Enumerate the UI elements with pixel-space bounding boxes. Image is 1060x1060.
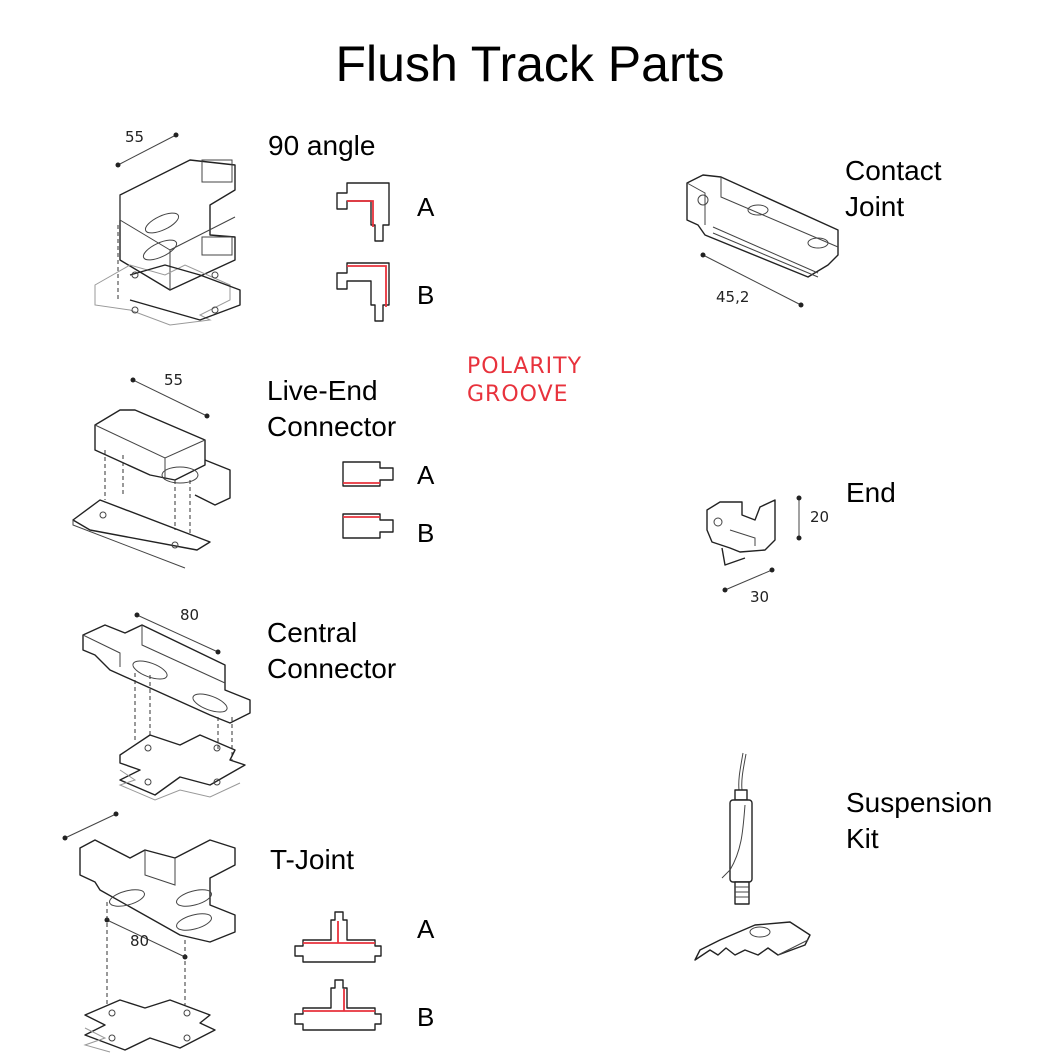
contact-joint-label-line1: Contact bbox=[845, 155, 942, 186]
suspension-kit-label: Suspension Kit bbox=[846, 785, 992, 857]
central-connector-label-line1: Central bbox=[267, 617, 358, 648]
live-end-dimension: 55 bbox=[164, 371, 184, 389]
live-end-label-line2: Connector bbox=[267, 411, 397, 442]
live-end-label-line1: Live-End bbox=[267, 375, 378, 406]
polarity-groove-annotation: POLARITY GROOVE bbox=[467, 353, 582, 409]
polarity-line2: GROOVE bbox=[467, 382, 569, 407]
live-end-variant-b-diagram bbox=[340, 512, 400, 542]
angle-90-drawing bbox=[90, 132, 250, 325]
end-dimension-width: 30 bbox=[750, 588, 770, 606]
t-joint-drawing bbox=[62, 811, 250, 1050]
angle-90-label: 90 angle bbox=[268, 130, 376, 161]
t-joint-dimension: 80 bbox=[130, 932, 150, 950]
contact-joint-label-line2: Joint bbox=[845, 191, 905, 222]
suspension-kit-drawing bbox=[690, 750, 810, 965]
central-connector-label: Central Connector bbox=[267, 615, 396, 687]
contact-joint-dimension: 45,2 bbox=[716, 288, 750, 306]
polarity-line1: POLARITY bbox=[467, 354, 583, 379]
t-joint-variant-a-diagram bbox=[293, 910, 383, 966]
t-joint-variant-b-label: B bbox=[417, 1002, 435, 1032]
t-joint-variant-a-label: A bbox=[417, 914, 435, 944]
end-drawing bbox=[700, 495, 802, 593]
live-end-variant-a-diagram bbox=[340, 460, 400, 490]
end-dimension-height: 20 bbox=[810, 508, 830, 526]
suspension-kit-label-line2: Kit bbox=[846, 823, 879, 854]
t-joint-variant-b-diagram bbox=[293, 978, 383, 1034]
angle-90-variant-b-label: B bbox=[417, 280, 435, 310]
central-connector-label-line2: Connector bbox=[267, 653, 397, 684]
live-end-label: Live-End Connector bbox=[267, 373, 396, 445]
t-joint-label: T-Joint bbox=[270, 844, 355, 875]
end-label: End bbox=[846, 477, 896, 508]
contact-joint-label: Contact Joint bbox=[845, 153, 942, 225]
page-title: Flush Track Parts bbox=[335, 36, 725, 92]
angle-90-dimension: 55 bbox=[125, 128, 145, 146]
angle-90-variant-a-diagram bbox=[335, 183, 395, 243]
live-end-drawing bbox=[65, 377, 245, 550]
central-connector-dimension: 80 bbox=[180, 606, 200, 624]
central-connector-drawing bbox=[80, 612, 250, 800]
contact-joint-drawing bbox=[683, 165, 848, 308]
angle-90-variant-a-label: A bbox=[417, 192, 435, 222]
live-end-variant-b-label: B bbox=[417, 518, 435, 548]
live-end-variant-a-label: A bbox=[417, 460, 435, 490]
angle-90-variant-b-diagram bbox=[335, 263, 395, 325]
suspension-kit-label-line1: Suspension bbox=[846, 787, 993, 818]
